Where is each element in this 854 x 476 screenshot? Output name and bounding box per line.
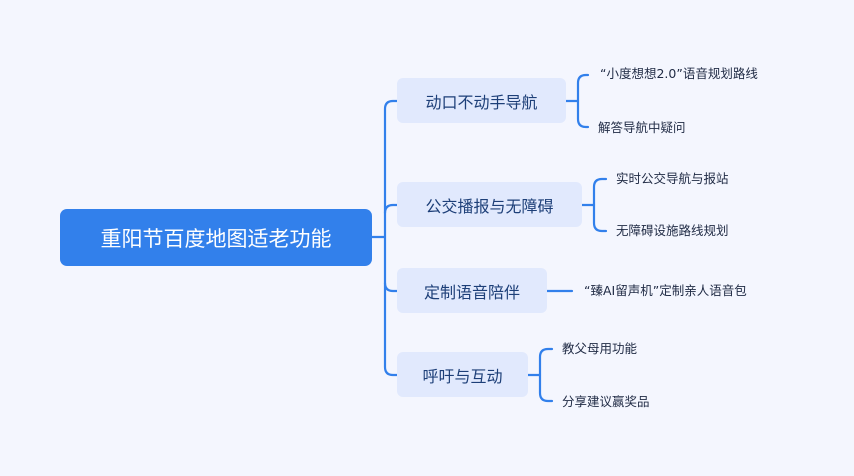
branch-node-voice-navigation[interactable]: 动口不动手导航 <box>397 78 566 123</box>
connector-branch-1-leaves <box>576 73 590 129</box>
branch-label: 呼吁与互动 <box>422 366 503 386</box>
leaf-label: 实时公交导航与报站 <box>616 171 729 186</box>
leaf-node[interactable]: 解答导航中疑问 <box>598 120 686 136</box>
connector-branch-3 <box>383 281 399 293</box>
leaf-label: “小度想想2.0”语音规划路线 <box>600 66 758 81</box>
branch-node-bus-accessibility[interactable]: 公交播报与无障碍 <box>397 182 582 227</box>
leaf-label: 解答导航中疑问 <box>598 120 686 135</box>
leaf-node[interactable]: 实时公交导航与报站 <box>616 171 729 187</box>
root-label: 重阳节百度地图适老功能 <box>100 226 332 251</box>
connector-trunk <box>383 99 399 377</box>
leaf-node[interactable]: 教父母用功能 <box>562 341 637 357</box>
leaf-label: 教父母用功能 <box>562 341 638 356</box>
leaf-label: “臻AI留声机”定制亲人语音包 <box>584 283 747 298</box>
connector-branch-2 <box>383 203 399 215</box>
leaf-node[interactable]: 分享建议赢奖品 <box>562 394 650 410</box>
leaf-label: 分享建议赢奖品 <box>562 394 650 409</box>
branch-label: 公交播报与无障碍 <box>425 196 554 216</box>
root-node[interactable]: 重阳节百度地图适老功能 <box>60 209 372 266</box>
connector-branch-2-leaves <box>592 177 608 233</box>
branch-node-call-interaction[interactable]: 呼吁与互动 <box>397 352 528 397</box>
leaf-node[interactable]: “小度想想2.0”语音规划路线 <box>600 66 758 82</box>
branch-label: 定制语音陪伴 <box>423 282 520 302</box>
leaf-label: 无障碍设施路线规划 <box>616 223 729 238</box>
branch-node-custom-voice[interactable]: 定制语音陪伴 <box>397 268 547 313</box>
branch-label: 动口不动手导航 <box>425 92 538 112</box>
connector-branch-4-leaves <box>538 347 554 403</box>
leaf-node[interactable]: “臻AI留声机”定制亲人语音包 <box>584 283 747 299</box>
leaf-node[interactable]: 无障碍设施路线规划 <box>616 223 729 239</box>
